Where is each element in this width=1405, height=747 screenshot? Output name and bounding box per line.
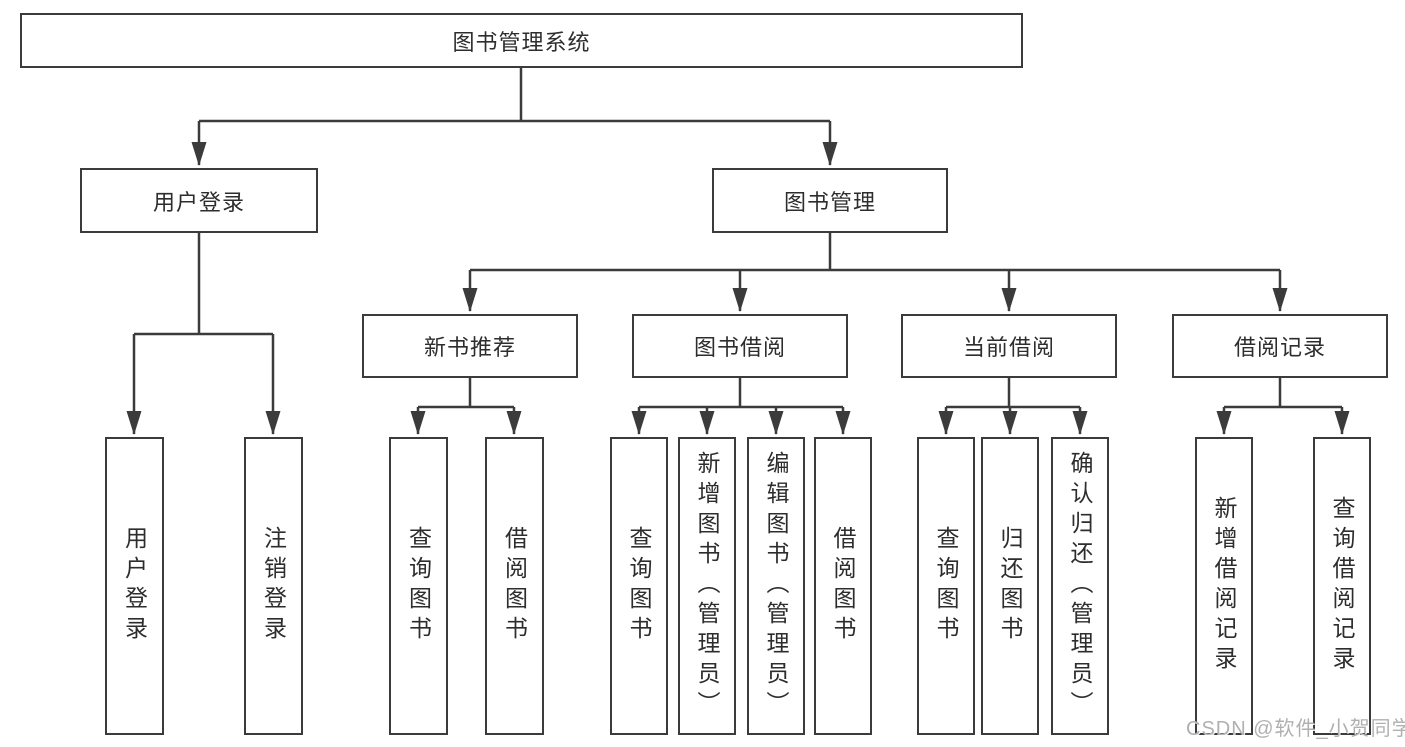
node-user-login: 用户登录	[80, 168, 318, 233]
leaf-add-books-admin: 新增图书（管理员）	[678, 437, 736, 735]
csdn-watermark: CSDN @软件_小贺同学	[1186, 718, 1405, 740]
leaf-logout: 注销登录	[244, 437, 303, 735]
leaf-query-books-current: 查询图书	[917, 437, 975, 735]
node-root-system: 图书管理系统	[20, 13, 1023, 68]
leaf-query-books-borrow: 查询图书	[610, 437, 668, 735]
leaf-edit-books-admin: 编辑图书（管理员）	[747, 437, 805, 735]
node-current-borrowing: 当前借阅	[901, 314, 1117, 378]
leaf-add-borrow-record: 新增借阅记录	[1195, 437, 1253, 735]
leaf-borrow-books: 借阅图书	[814, 437, 872, 735]
node-book-borrowing: 图书借阅	[632, 314, 848, 378]
leaf-query-books-recommend: 查询图书	[389, 437, 448, 735]
node-new-book-recommend: 新书推荐	[362, 314, 578, 378]
node-book-management: 图书管理	[712, 168, 948, 233]
leaf-return-books: 归还图书	[981, 437, 1039, 735]
arrow-edges	[126, 121, 1350, 435]
leaf-user-login: 用户登录	[105, 437, 164, 735]
leaf-confirm-return-admin: 确认归还（管理员）	[1051, 437, 1109, 735]
node-borrowing-records: 借阅记录	[1172, 314, 1388, 378]
leaf-borrow-books-recommend: 借阅图书	[485, 437, 544, 735]
leaf-query-borrow-record: 查询借阅记录	[1313, 437, 1371, 735]
tree-edges	[134, 68, 1342, 409]
